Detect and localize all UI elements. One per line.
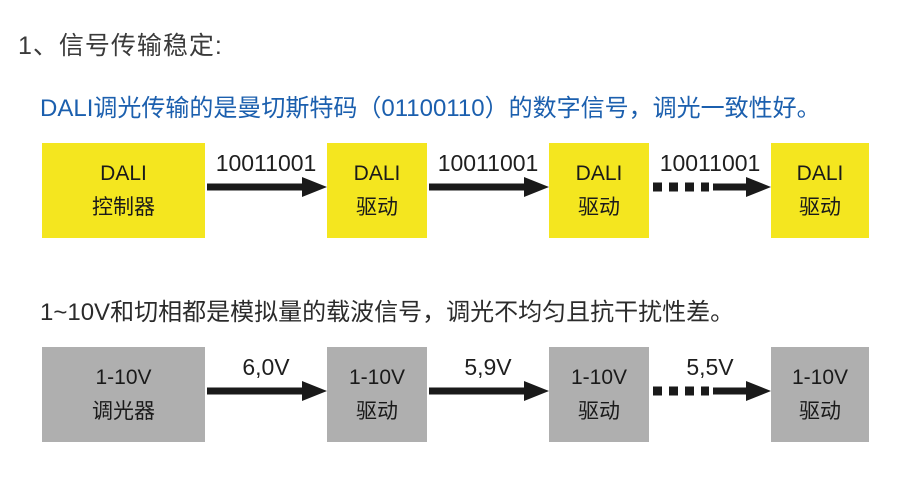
node-label-line1: 1-10V <box>791 365 849 389</box>
node-label-line1: DALI <box>796 161 844 185</box>
analog-driver-box: 1-10V 驱动 <box>771 347 869 442</box>
dashed-arrow-icon <box>653 381 771 401</box>
dali-driver-box: DALI 驱动 <box>771 143 869 238</box>
node-label-line2: 调光器 <box>92 399 155 423</box>
analog-arrow-2: 5,9V <box>427 347 549 442</box>
node-label-line2: 驱动 <box>799 195 841 219</box>
analog-arrow-3: 5,5V <box>649 347 771 442</box>
node-label-line2: 驱动 <box>799 399 841 423</box>
node-label-line2: 控制器 <box>92 195 155 219</box>
dashed-arrow-icon <box>653 177 771 197</box>
node-label-line1: DALI <box>353 161 401 185</box>
signal-value-label: 10011001 <box>437 150 539 176</box>
dali-section-subtitle: DALI调光传输的是曼切斯特码（01100110）的数字信号，调光一致性好。 <box>40 95 821 122</box>
analog-dimmer-box: 1-10V 调光器 <box>42 347 205 442</box>
voltage-value-label: 6,0V <box>242 354 290 380</box>
node-label-line2: 驱动 <box>356 195 398 219</box>
node-label-line1: 1-10V <box>348 365 406 389</box>
signal-value-label: 10011001 <box>215 150 317 176</box>
analog-flow-row: 1-10V 调光器 6,0V 1-10V 驱动 5,9V 1-10V 驱动 <box>42 347 869 442</box>
dali-flow-row: DALI 控制器 10011001 DALI 驱动 10011001 DALI … <box>42 143 869 238</box>
analog-driver-box: 1-10V 驱动 <box>327 347 427 442</box>
node-label-line2: 驱动 <box>578 195 620 219</box>
solid-arrow-icon <box>429 381 549 401</box>
node-label-line2: 驱动 <box>578 399 620 423</box>
node-label-line1: 1-10V <box>95 365 152 389</box>
analog-arrow-1: 6,0V <box>205 347 327 442</box>
voltage-value-label: 5,5V <box>686 354 734 380</box>
solid-arrow-icon <box>207 177 327 197</box>
solid-arrow-icon <box>207 381 327 401</box>
voltage-value-label: 5,9V <box>464 354 512 380</box>
solid-arrow-icon <box>429 177 549 197</box>
dali-arrow-1: 10011001 <box>205 143 327 238</box>
dali-driver-box: DALI 驱动 <box>327 143 427 238</box>
analog-section-subtitle: 1~10V和切相都是模拟量的载波信号，调光不均匀且抗干扰性差。 <box>40 299 735 326</box>
dali-arrow-2: 10011001 <box>427 143 549 238</box>
analog-driver-box: 1-10V 驱动 <box>549 347 649 442</box>
dali-controller-box: DALI 控制器 <box>42 143 205 238</box>
dali-driver-box: DALI 驱动 <box>549 143 649 238</box>
signal-value-label: 10011001 <box>659 150 761 176</box>
node-label-line2: 驱动 <box>356 399 398 423</box>
node-label-line1: 1-10V <box>570 365 628 389</box>
node-label-line1: DALI <box>100 161 147 185</box>
dali-arrow-3: 10011001 <box>649 143 771 238</box>
node-label-line1: DALI <box>575 161 623 185</box>
page-title: 1、信号传输稳定: <box>18 32 223 60</box>
